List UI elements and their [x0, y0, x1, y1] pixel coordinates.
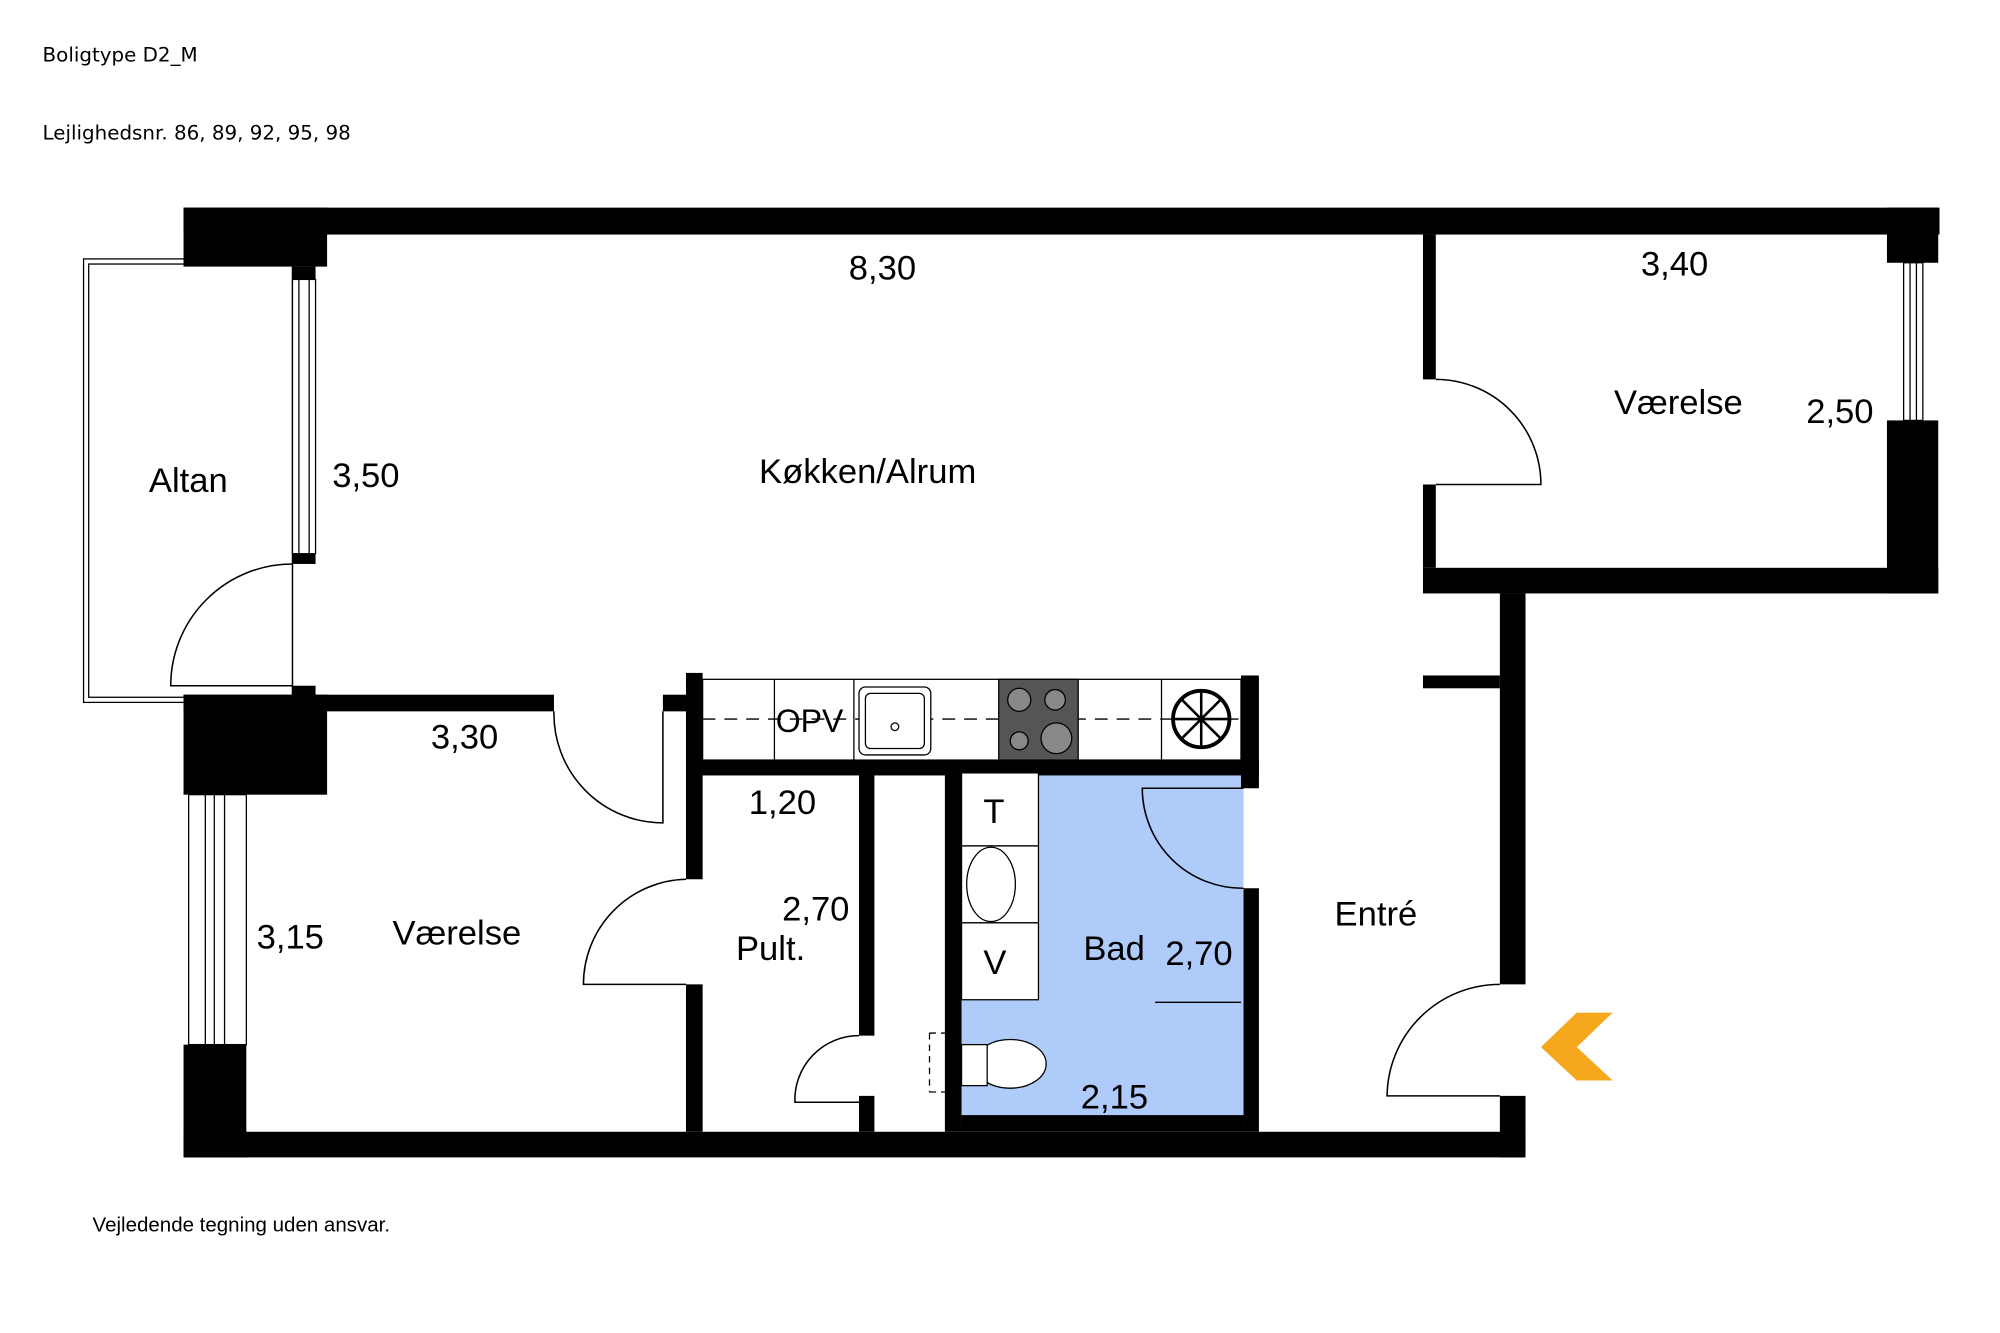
dryer-label: T: [983, 793, 1004, 831]
door-balcony: [169, 563, 293, 687]
bedroom-right-name: Værelse: [1614, 384, 1743, 422]
bedroom-left-width: 3,30: [431, 719, 498, 757]
bedroom-right-depth: 2,50: [1806, 393, 1873, 431]
walls: [183, 207, 1940, 1158]
window-balcony: [291, 278, 317, 555]
kitchen-depth: 3,50: [332, 457, 399, 495]
fan-icon: [1171, 688, 1232, 750]
door-bath: [1141, 787, 1244, 890]
desk-name: Pult.: [736, 930, 805, 968]
bath-name: Bad: [1083, 930, 1145, 968]
door-closet: [794, 1034, 860, 1104]
bedroom-right-width: 3,40: [1641, 246, 1708, 284]
bath-width: 2,15: [1081, 1079, 1148, 1117]
windows: [188, 262, 1924, 1046]
entrance-arrow-icon: [1540, 1012, 1613, 1081]
dishwasher-label: OPV: [776, 703, 844, 739]
entry-name: Entré: [1335, 895, 1418, 933]
desk-depth: 2,70: [782, 890, 849, 928]
kitchen-name: Køkken/Alrum: [759, 453, 976, 491]
washbasin-icon: [966, 846, 1017, 923]
washer-label: V: [983, 944, 1006, 982]
kitchen-counter: [701, 678, 1242, 761]
bedroom-left-depth: 3,15: [257, 918, 324, 956]
desk-width: 1,20: [749, 784, 816, 822]
door-desk: [582, 878, 686, 986]
sink-icon: [858, 686, 932, 756]
kitchen-width: 8,30: [849, 249, 916, 287]
housing-type-title: Boligtype D2_M: [43, 44, 198, 67]
bath-depth: 2,70: [1165, 935, 1232, 973]
bedroom-left-name: Værelse: [392, 915, 521, 953]
disclaimer: Vejledende tegning uden ansvar.: [93, 1214, 391, 1237]
apartment-numbers: Lejlighedsnr. 86, 89, 92, 95, 98: [43, 122, 351, 145]
door-bedroom-right: [1435, 378, 1542, 486]
door-bedroom-left: [553, 711, 664, 824]
door-entrance: [1386, 983, 1500, 1097]
door-swings: [169, 378, 1542, 1104]
bath-fixtures: [928, 772, 1241, 1093]
balcony-name: Altan: [149, 462, 228, 500]
window-bedroom-right: [1902, 262, 1924, 422]
